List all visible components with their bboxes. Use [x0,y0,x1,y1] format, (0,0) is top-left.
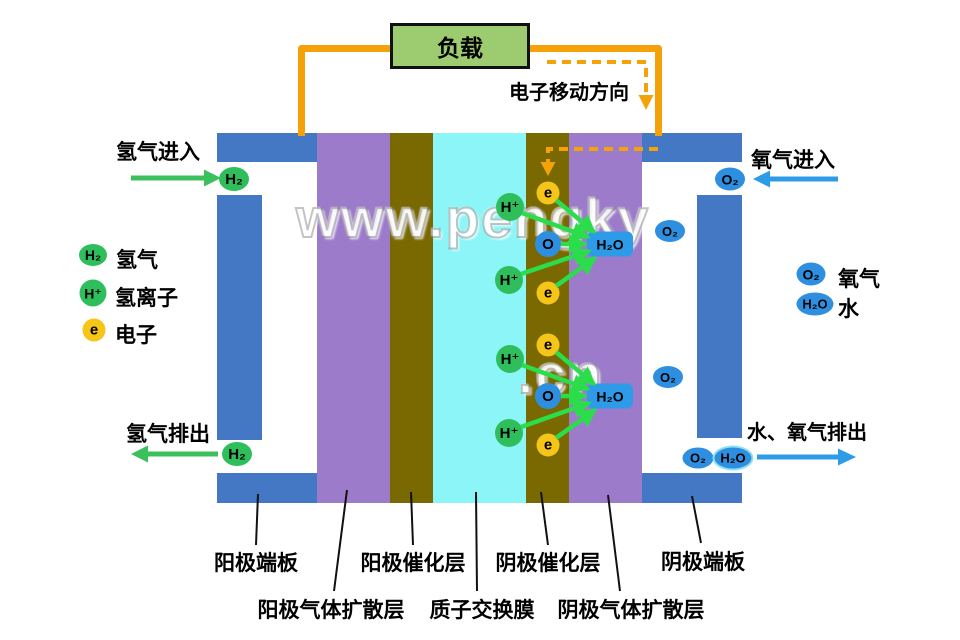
legend-h-ion-label: 氢离子 [115,287,178,310]
o-atom-particle: O [535,383,561,409]
h2o-o2-out-arrow [757,448,856,466]
h2o-product: H₂O [587,383,633,409]
anode-catalyst-layer [390,133,433,503]
h2-out-arrow [131,445,218,463]
circuit-wire [298,45,662,136]
electron-direction-arrow [547,60,654,110]
cathode-catalyst-label: 阴极催化层 [495,552,601,575]
cathode-plate-top-bar [642,133,742,162]
reaction-arrows-lower [520,350,598,440]
reaction-arrows-upper [520,198,598,288]
h2o-out-molecule: H₂O [714,447,752,469]
anode-plate-label: 阳极端板 [214,552,298,575]
legend-o2-label: 氧气 [838,268,880,291]
legend-o2-icon: O₂ [796,262,826,286]
anode-plate-bottom-bar [217,473,317,503]
anode-catalyst-label: 阳极催化层 [360,552,466,575]
o2-channel-molecule-lower: O₂ [653,366,683,388]
cathode-gas-diffusion-layer [569,133,642,503]
legend-h2-icon: H₂ [79,244,107,266]
o-atom-particle: O [535,231,561,257]
legend-h2-label: 氢气 [116,249,158,272]
h-ion-particle: H⁺ [495,266,523,294]
h2-out-label: 氢气排出 [126,423,210,446]
h2o-product: H₂O [587,231,633,257]
anode-plate-column [217,195,262,440]
load-label: 负载 [437,35,483,61]
legend-h2o-icon: H₂O [796,292,834,316]
anode-plate-top-bar [217,133,317,162]
electron-inflow-arrow [540,147,658,176]
legend-electron-label: 电子 [115,324,157,347]
electron-particle: e [536,333,560,357]
anode-gdl-label: 阳极气体扩散层 [257,599,405,622]
anode-gas-diffusion-layer [317,133,390,503]
h2o-o2-out-label: 水、氧气排出 [747,422,867,444]
pem-label: 质子交换膜 [429,599,535,622]
o2-in-arrow [753,170,838,188]
h2-in-arrow [131,169,221,187]
cathode-plate-column [697,195,742,438]
o2-in-label: 氧气进入 [751,149,835,172]
legend-h2o-label: 水 [838,298,859,321]
label-leader-lines [255,489,702,592]
electron-particle: e [536,181,560,205]
electron-direction-label: 电子移动方向 [509,82,629,104]
legend-electron-icon: e [82,318,106,342]
o2-in-molecule: O₂ [715,167,745,191]
cathode-gdl-label: 阴极气体扩散层 [557,599,705,622]
electron-particle: e [536,281,560,305]
h2-in-molecule: H₂ [219,167,249,191]
h-ion-particle: H⁺ [495,419,523,447]
electron-particle: e [536,433,560,457]
h-ion-particle: H⁺ [496,193,524,221]
o2-out-molecule: O₂ [682,447,714,469]
legend-h-ion-icon: H⁺ [79,279,107,307]
h2-in-label: 氢气进入 [116,141,200,164]
cathode-plate-label: 阴极端板 [661,551,745,574]
h-ion-particle: H⁺ [496,345,524,373]
h2-out-molecule: H₂ [222,442,252,466]
load-box: 负载 [390,23,530,69]
o2-channel-molecule-upper: O₂ [655,220,685,242]
